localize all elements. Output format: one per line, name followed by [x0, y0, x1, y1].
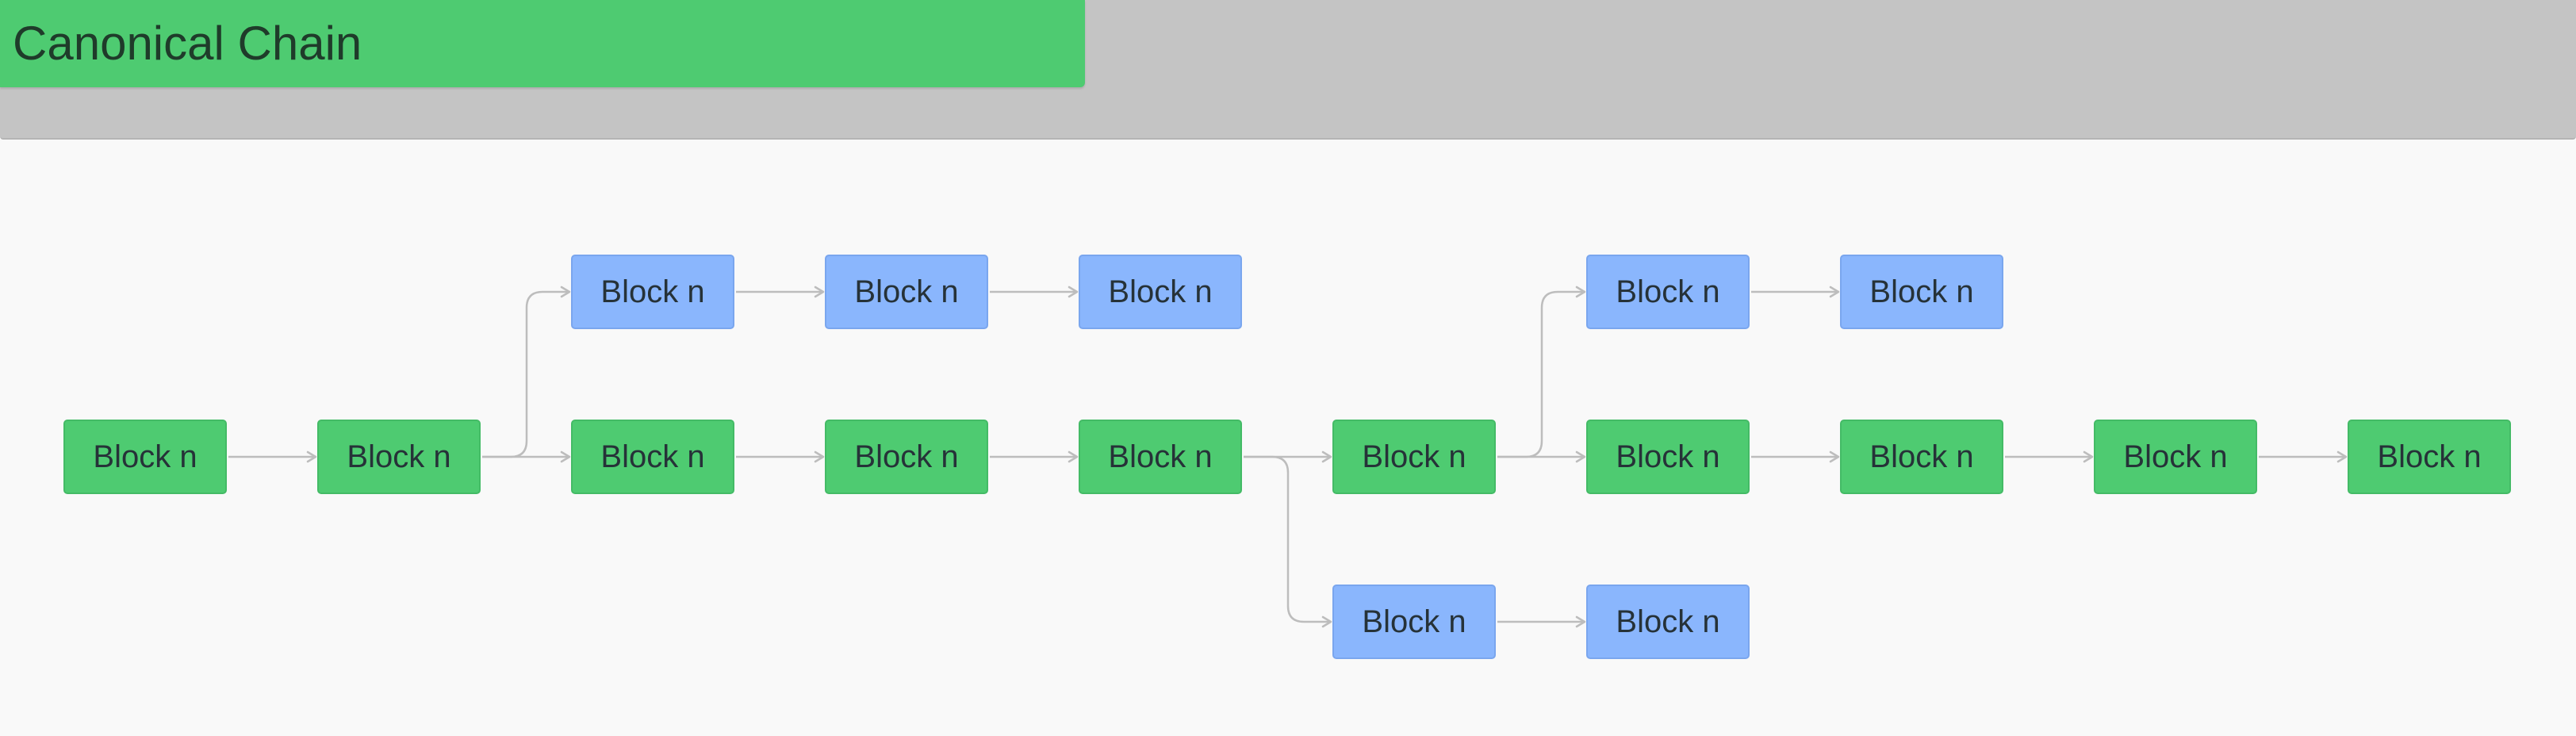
- block-c12[interactable]: Block n: [1840, 255, 2003, 329]
- block-c10[interactable]: Block n: [1586, 255, 1750, 329]
- title-banner: Canonical Chain: [0, 0, 1085, 87]
- block-c2[interactable]: Block n: [317, 420, 481, 494]
- block-c5[interactable]: Block n: [825, 255, 988, 329]
- edge-c9-c10: [1497, 286, 1586, 458]
- block-c17[interactable]: Block n: [1586, 585, 1750, 659]
- edge-c8-c16: [1244, 455, 1332, 628]
- block-c3[interactable]: Block n: [571, 255, 734, 329]
- block-c8[interactable]: Block n: [1079, 420, 1242, 494]
- block-c11[interactable]: Block n: [1586, 420, 1750, 494]
- block-c4[interactable]: Block n: [571, 420, 734, 494]
- block-c14[interactable]: Block n: [2094, 420, 2257, 494]
- page-title: Canonical Chain: [13, 17, 362, 70]
- block-c6[interactable]: Block n: [825, 420, 988, 494]
- block-c15[interactable]: Block n: [2348, 420, 2511, 494]
- block-c16[interactable]: Block n: [1332, 585, 1496, 659]
- block-c9[interactable]: Block n: [1332, 420, 1496, 494]
- block-c7[interactable]: Block n: [1079, 255, 1242, 329]
- block-c13[interactable]: Block n: [1840, 420, 2003, 494]
- block-c1[interactable]: Block n: [63, 420, 227, 494]
- edge-c2-c3: [482, 286, 571, 458]
